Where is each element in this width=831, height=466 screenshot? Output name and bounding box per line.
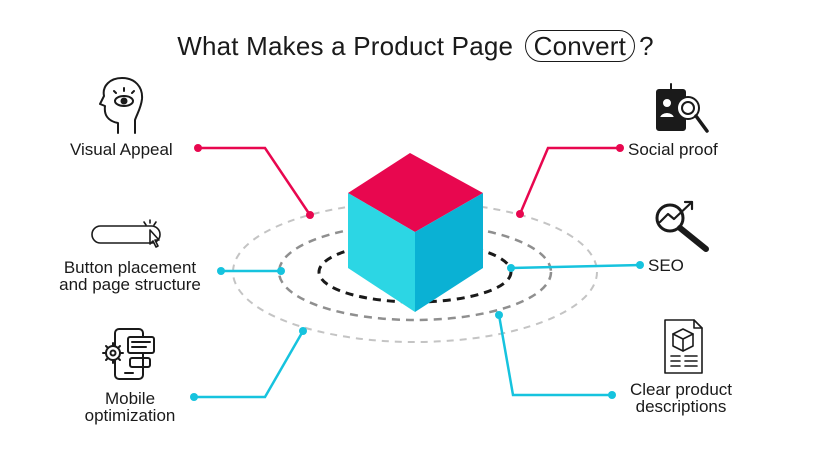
label-visual-appeal: Visual Appeal: [70, 140, 173, 159]
mobile-settings-icon: [102, 328, 155, 380]
label-clear-descriptions-line1: Clear product: [629, 380, 733, 399]
label-clear-descriptions: Clear product descriptions: [606, 381, 756, 415]
label-social-proof: Social proof: [628, 140, 718, 159]
connector-clear-descriptions: [495, 311, 616, 399]
middle-ring: [277, 222, 553, 322]
label-button-placement: Button placement and page structure: [44, 259, 216, 293]
label-button-placement-line1: Button placement: [63, 258, 197, 277]
button-click-icon: [91, 219, 161, 248]
page-title: What Makes a Product Page Convert?: [0, 30, 831, 62]
profile-magnifier-icon: [656, 83, 709, 133]
document-box-icon: [664, 319, 703, 374]
connector-mobile: [190, 327, 307, 401]
label-mobile-line2: optimization: [84, 406, 176, 425]
label-mobile: Mobile optimization: [66, 390, 194, 424]
head-eye-icon: [99, 77, 144, 134]
connector-seo: [507, 261, 644, 272]
connector-button-placement: [217, 267, 285, 275]
title-question: ?: [639, 31, 654, 61]
cube-right-face: [415, 193, 483, 312]
label-seo: SEO: [648, 256, 684, 275]
title-highlight: Convert: [524, 30, 636, 62]
connector-social-proof: [516, 144, 624, 218]
label-button-placement-line2: and page structure: [59, 275, 201, 294]
outer-ring: [232, 201, 598, 343]
cube-top-face: [348, 153, 483, 232]
search-growth-icon: [655, 200, 709, 252]
cube-left-face: [348, 193, 415, 312]
connector-visual-appeal: [194, 144, 314, 219]
title-text: What Makes a Product Page: [177, 31, 514, 61]
label-mobile-line1: Mobile: [104, 389, 156, 408]
label-clear-descriptions-line2: descriptions: [635, 397, 727, 416]
